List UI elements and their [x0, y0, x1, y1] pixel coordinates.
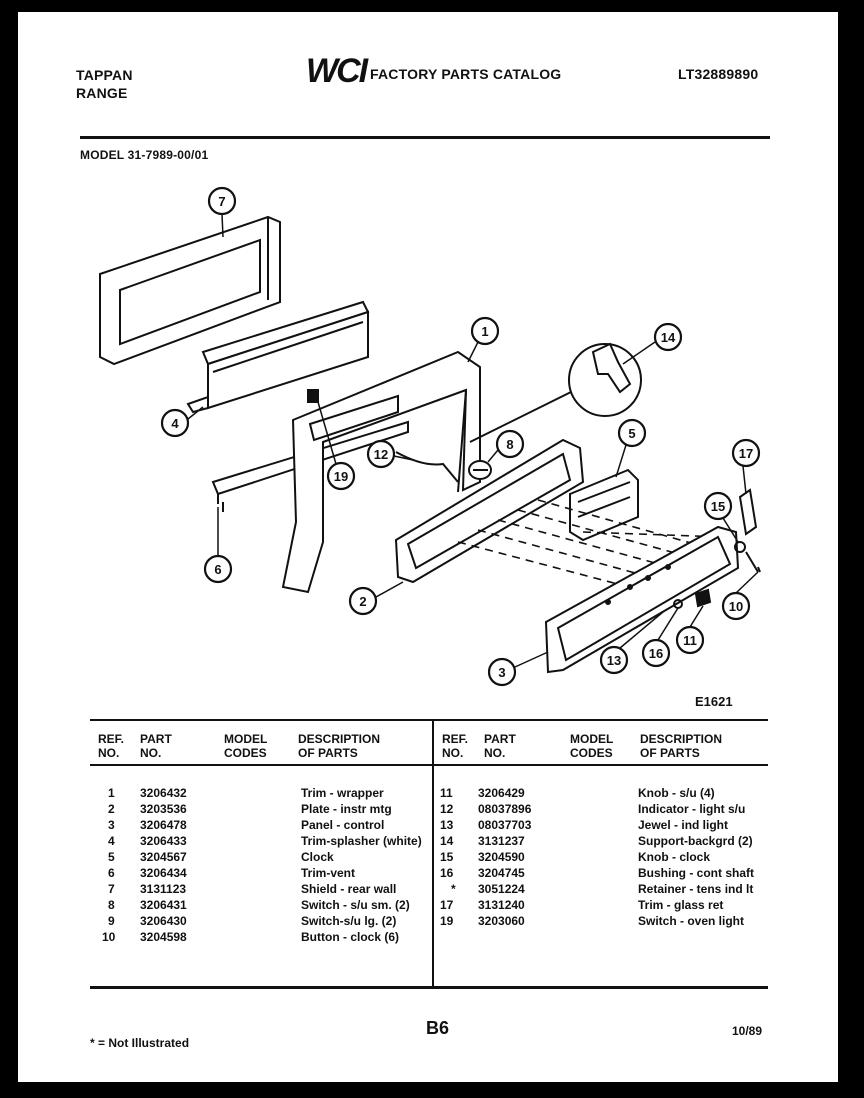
left-row-4-ref: 4: [108, 834, 115, 848]
right-row-4-desc: Support-backgrd (2): [638, 834, 753, 848]
right-row-8-ref: 17: [440, 898, 454, 912]
left-row-7-part: 3131123: [140, 882, 187, 896]
left-row-8-part: 3206431: [140, 898, 187, 912]
left-row-8-ref: 8: [108, 898, 115, 912]
figure-id: E1621: [695, 694, 733, 709]
right-row-3-ref: 13: [440, 818, 454, 832]
right-row-9-part: 3203060: [478, 914, 525, 928]
table-divider: [432, 721, 434, 986]
left-row-2-ref: 2: [108, 802, 115, 816]
right-row-2-desc: Indicator - light s/u: [638, 802, 746, 816]
left-row-5-desc: Clock: [301, 850, 334, 864]
model-label: MODEL 31-7989-00/01: [80, 148, 209, 162]
callout-12: 12: [374, 447, 388, 462]
right-row-4-part: 3131237: [478, 834, 525, 848]
table-header-rule: [90, 764, 768, 766]
left-row-4-desc: Trim-splasher (white): [301, 834, 422, 848]
right-row-6-part: 3204745: [478, 866, 525, 880]
right-row-9-ref: 19: [440, 914, 454, 928]
right-row-1-desc: Knob - s/u (4): [638, 786, 715, 800]
left-row-7-desc: Shield - rear wall: [301, 882, 397, 896]
right-row-9-desc: Switch - oven light: [638, 914, 745, 928]
right-row-5-ref: 15: [440, 850, 454, 864]
callout-15: 15: [711, 499, 725, 514]
callout-7: 7: [218, 194, 225, 209]
callout-4: 4: [171, 416, 179, 431]
right-row-3-part: 08037703: [478, 818, 532, 832]
left-row-10-desc: Button - clock (6): [301, 930, 399, 944]
left-row-5-ref: 5: [108, 850, 115, 864]
catalog-number: LT32889890: [678, 66, 759, 82]
callout-3: 3: [498, 665, 505, 680]
right-ref-header: REF.NO.: [442, 732, 469, 760]
brand-line-1: TAPPAN: [76, 67, 133, 83]
right-row-4-ref: 14: [440, 834, 454, 848]
left-row-1-part: 3206432: [140, 786, 187, 800]
right-row-7-desc: Retainer - tens ind lt: [638, 882, 754, 896]
exploded-parts-diagram: 7 4 1 14 19 12 8 5 17 15 6 2 10 11 16 13…: [99, 186, 761, 687]
callout-6: 6: [214, 562, 221, 577]
left-row-2-desc: Plate - instr mtg: [301, 802, 392, 816]
left-row-7-ref: 7: [108, 882, 115, 896]
right-row-1-ref: 11: [440, 786, 453, 800]
right-row-2-ref: 12: [440, 802, 454, 816]
right-row-6-desc: Bushing - cont shaft: [638, 866, 754, 880]
table-top-rule: [90, 719, 768, 721]
right-row-2-part: 08037896: [478, 802, 532, 816]
callout-13: 13: [607, 653, 621, 668]
left-row-9-desc: Switch-s/u lg. (2): [301, 914, 397, 928]
callout-17: 17: [739, 446, 753, 461]
right-row-6-ref: 16: [440, 866, 454, 880]
left-row-4-part: 3206433: [140, 834, 187, 848]
callout-19: 19: [334, 469, 348, 484]
callout-2: 2: [359, 594, 366, 609]
callout-16: 16: [649, 646, 663, 661]
left-row-9-part: 3206430: [140, 914, 187, 928]
left-row-10-part: 3204598: [140, 930, 187, 944]
callout-10: 10: [729, 599, 743, 614]
left-row-2-part: 3203536: [140, 802, 187, 816]
left-row-8-desc: Switch - s/u sm. (2): [301, 898, 410, 912]
callout-5: 5: [628, 426, 635, 441]
header-rule: [80, 136, 770, 139]
right-row-7-ref: *: [451, 882, 456, 896]
right-row-8-desc: Trim - glass ret: [638, 898, 724, 912]
right-row-7-part: 3051224: [478, 882, 525, 896]
callout-1: 1: [481, 324, 488, 339]
left-row-6-part: 3206434: [140, 866, 187, 880]
catalog-page: TAPPAN RANGE WCI FACTORY PARTS CATALOG L…: [18, 12, 838, 1082]
catalog-title: FACTORY PARTS CATALOG: [370, 66, 562, 82]
not-illustrated-note: * = Not Illustrated: [90, 1036, 190, 1050]
right-row-5-desc: Knob - clock: [638, 850, 711, 864]
callout-14: 14: [661, 330, 676, 345]
table-bottom-rule: [90, 986, 768, 989]
right-row-3-desc: Jewel - ind light: [638, 818, 729, 832]
callout-8: 8: [506, 437, 513, 452]
left-ref-header: REF.NO.: [98, 732, 125, 760]
left-row-6-ref: 6: [108, 866, 115, 880]
left-row-9-ref: 9: [108, 914, 115, 928]
right-row-5-part: 3204590: [478, 850, 525, 864]
left-row-3-part: 3206478: [140, 818, 187, 832]
catalog-date: 10/89: [732, 1024, 763, 1038]
page-number: B6: [426, 1018, 450, 1038]
right-row-1-part: 3206429: [478, 786, 525, 800]
right-row-8-part: 3131240: [478, 898, 525, 912]
wci-logo: WCI: [306, 52, 368, 90]
callout-11: 11: [683, 633, 697, 648]
left-row-5-part: 3204567: [140, 850, 187, 864]
left-row-1-ref: 1: [108, 786, 115, 800]
left-row-6-desc: Trim-vent: [301, 866, 356, 880]
left-row-3-desc: Panel - control: [301, 818, 385, 832]
left-row-3-ref: 3: [108, 818, 115, 832]
brand-line-2: RANGE: [76, 85, 128, 101]
left-row-10-ref: 10: [102, 930, 116, 944]
left-row-1-desc: Trim - wrapper: [301, 786, 384, 800]
